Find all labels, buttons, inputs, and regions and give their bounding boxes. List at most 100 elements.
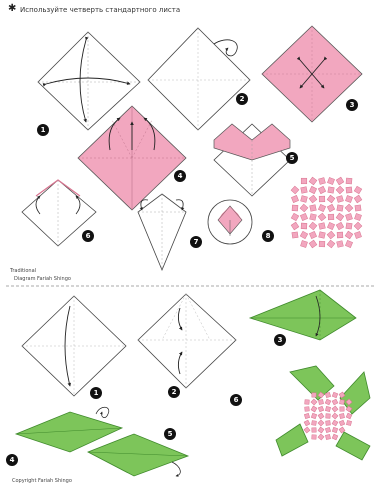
p1-step7-number: 7	[190, 236, 202, 248]
p1-step7-diagram	[138, 194, 186, 270]
p1-step7-detail	[208, 200, 252, 244]
petal-square	[300, 240, 307, 247]
petal-square	[345, 195, 352, 202]
petal-square	[318, 213, 326, 221]
svg-text:2: 2	[172, 388, 177, 396]
petal-square	[337, 232, 343, 238]
petal-square	[309, 195, 317, 203]
petal-square	[301, 178, 307, 184]
p2-step5-diagram	[88, 434, 188, 476]
svg-text:3: 3	[278, 336, 283, 344]
petal-square	[300, 231, 308, 239]
petal-square	[318, 204, 325, 211]
petal-square	[309, 222, 317, 230]
petal-square	[340, 407, 344, 411]
petal-square	[345, 240, 352, 247]
petal-square	[310, 205, 317, 212]
petal-square	[318, 420, 324, 426]
petal-square	[336, 186, 344, 194]
petal-square	[318, 186, 326, 194]
petal-square	[336, 177, 344, 185]
petal-square	[345, 231, 353, 239]
svg-text:8: 8	[266, 232, 271, 240]
petal-square	[300, 213, 307, 220]
svg-text:6: 6	[234, 396, 239, 404]
p1-step2-diagram	[148, 28, 250, 130]
p1-step5-diagram	[214, 124, 290, 196]
petal-square	[312, 393, 316, 397]
petal-square	[339, 399, 344, 404]
petal-square	[327, 240, 335, 248]
petal-square	[325, 434, 330, 439]
svg-text:3: 3	[350, 101, 355, 109]
petal-square	[301, 187, 308, 194]
petal-square	[325, 427, 330, 432]
petal-square	[291, 195, 298, 202]
svg-text:5: 5	[290, 154, 295, 162]
petal-square	[354, 213, 361, 220]
petal-square	[319, 196, 325, 202]
petal-square	[310, 214, 317, 221]
petal-square	[291, 213, 299, 221]
petal-square	[345, 204, 353, 212]
petal-square	[301, 196, 308, 203]
petal-square	[346, 187, 352, 193]
petal-square	[319, 241, 325, 247]
petal-square	[312, 435, 317, 440]
credit-bottom: Copyright Fariah Shingo	[12, 478, 72, 484]
petal-square	[327, 195, 335, 203]
petal-square	[309, 240, 317, 248]
petal-square	[332, 434, 338, 440]
petal-square	[336, 213, 344, 221]
p2-step3-diagram	[250, 290, 356, 340]
p2-step3-number: 3	[274, 334, 286, 346]
petal-square	[301, 223, 307, 229]
petal-square	[318, 427, 324, 433]
petal-square	[339, 413, 344, 418]
petal-square	[355, 205, 361, 211]
petal-square	[332, 427, 338, 433]
svg-text:4: 4	[10, 456, 15, 464]
petal-square	[337, 196, 344, 203]
petal-square	[318, 399, 323, 404]
petal-square	[346, 413, 352, 419]
svg-text:1: 1	[94, 389, 99, 397]
p1-step1-label: 1	[41, 126, 46, 134]
credit-top-line1: Traditional	[10, 268, 36, 274]
petal-square	[311, 399, 317, 405]
petal-square	[354, 186, 362, 194]
petal-square	[325, 399, 331, 405]
petal-square	[304, 427, 310, 433]
petal-square	[304, 420, 310, 426]
p2-step1-diagram	[22, 296, 126, 396]
petal-square	[291, 186, 299, 194]
petal-square	[311, 406, 317, 412]
svg-text:5: 5	[168, 430, 173, 438]
petal-square	[332, 399, 338, 405]
petal-square	[312, 421, 317, 426]
petal-square	[325, 406, 330, 411]
petal-square	[305, 400, 310, 405]
petal-square	[326, 421, 331, 426]
petal-square	[336, 222, 344, 230]
petal-square	[327, 204, 335, 212]
petal-square	[319, 232, 326, 239]
petal-square	[319, 223, 326, 230]
svg-text:2: 2	[240, 95, 245, 103]
petal-square	[339, 420, 345, 426]
p2-step6-leaves	[276, 366, 370, 460]
petal-square	[345, 213, 352, 220]
petal-square	[309, 177, 317, 185]
petal-square	[346, 178, 352, 184]
petal-square	[346, 420, 351, 425]
petal-square	[312, 428, 316, 432]
petal-square	[304, 413, 309, 418]
petal-square	[354, 231, 361, 238]
petal-square	[328, 187, 334, 193]
p1-step4-number: 4	[174, 170, 186, 182]
p2-step4-number: 4	[6, 454, 18, 466]
petal-square	[337, 241, 344, 248]
petal-square	[309, 231, 316, 238]
petal-square	[354, 222, 362, 230]
